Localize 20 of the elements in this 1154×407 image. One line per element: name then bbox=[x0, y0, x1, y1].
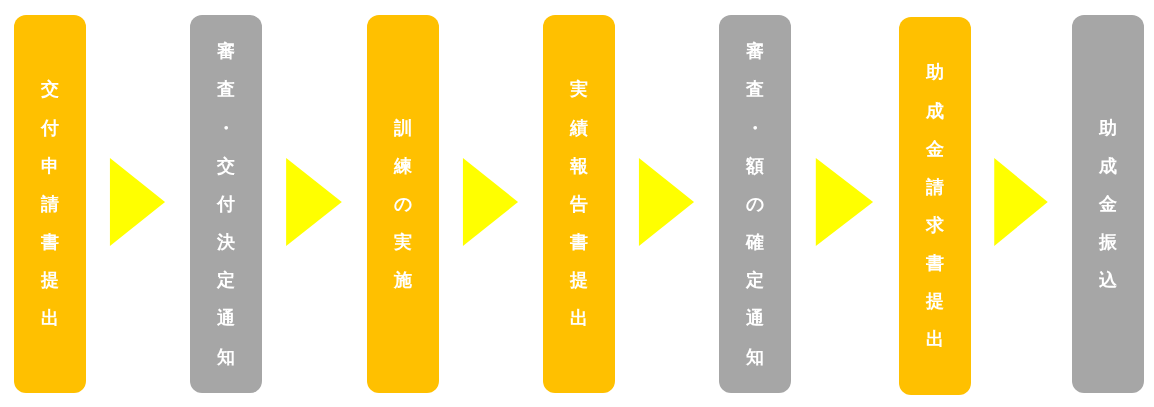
process-box bbox=[719, 15, 791, 393]
arrow bbox=[638, 158, 695, 246]
step-label: 審査・交付決定通知 bbox=[217, 39, 235, 369]
arrow bbox=[994, 158, 1048, 246]
step-label: 助成金振込 bbox=[1099, 115, 1117, 293]
process-box bbox=[1072, 15, 1144, 393]
arrow bbox=[462, 158, 519, 246]
step-label: 交付申請書提出 bbox=[41, 77, 59, 331]
step-label: 助成金請求書提出 bbox=[926, 60, 944, 352]
arrow bbox=[109, 158, 166, 246]
arrow bbox=[815, 158, 874, 246]
process-box bbox=[190, 15, 262, 393]
step-label: 訓練の実施 bbox=[394, 115, 412, 293]
process-box bbox=[543, 15, 615, 393]
process-box bbox=[367, 15, 439, 393]
process-box bbox=[14, 15, 86, 393]
step-label: 審査・額の確定通知 bbox=[746, 39, 764, 369]
step-label: 実績報告書提出 bbox=[570, 77, 588, 331]
arrow bbox=[286, 158, 342, 246]
process-box bbox=[899, 17, 971, 395]
